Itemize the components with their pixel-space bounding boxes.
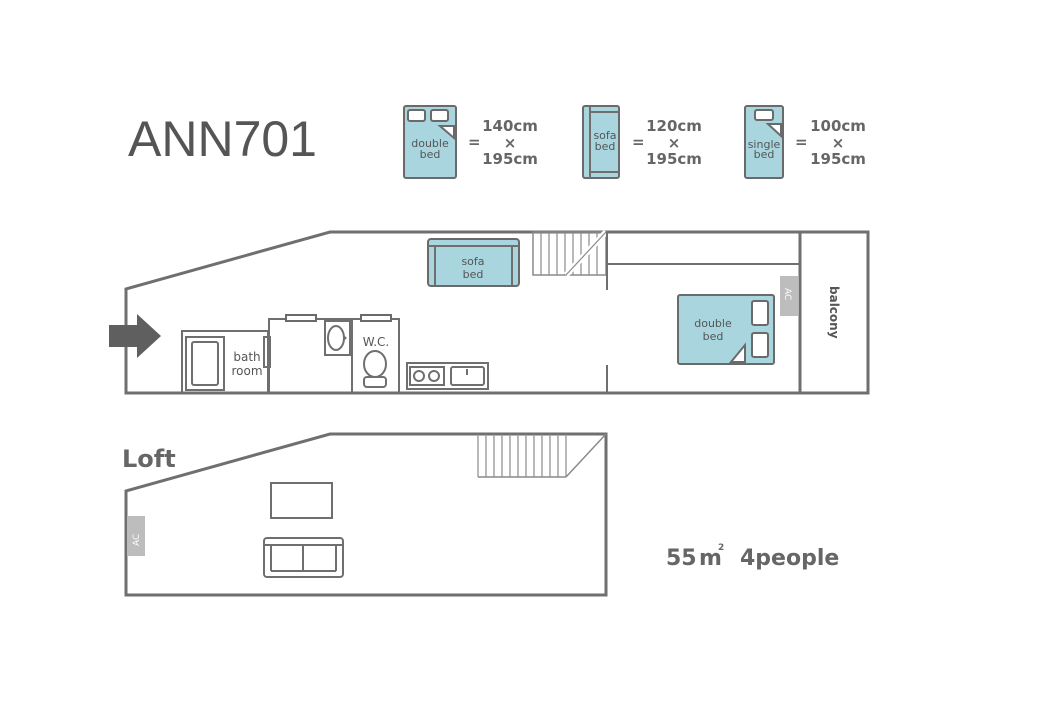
blanket-fold-icon (437, 125, 455, 141)
sofa-bed-icon (427, 238, 520, 287)
toilet-tank (363, 376, 387, 388)
legend-bed-label: bed (754, 148, 775, 161)
loft-outline (124, 432, 608, 597)
sink-icon (327, 325, 345, 351)
legend-bed-label: bed (595, 140, 616, 153)
entrance-arrow-icon (109, 314, 161, 358)
bathroom-label: bath (233, 350, 260, 364)
wc-walls (268, 318, 400, 394)
window-icon (285, 314, 317, 322)
double-bed-icon (677, 294, 775, 365)
ac-label: AC (782, 288, 792, 300)
wc-label: W.C. (363, 335, 390, 349)
legend-bed-label: sofa (593, 129, 616, 142)
legend-times: × (832, 134, 845, 152)
legend-width: 100cm (810, 117, 866, 135)
unit-summary: 55 m 2 4people (666, 543, 839, 571)
legend-width: 120cm (646, 117, 702, 135)
main-floor: balcony AC sofa bed (109, 229, 870, 395)
bathroom-label: room (231, 364, 262, 378)
legend-double-bed: double bed = 140cm × 195cm (403, 105, 538, 179)
pillow-icon (407, 109, 426, 122)
equals-sign: = (632, 133, 645, 151)
legend-length: 195cm (646, 150, 702, 168)
sofa-bed-label: bed (463, 268, 484, 281)
double-bed-label: double (694, 317, 732, 330)
burner-icon (413, 370, 425, 382)
double-bed-icon (403, 105, 457, 179)
window-icon (360, 314, 392, 322)
burner-icon (428, 370, 440, 382)
legend-length: 195cm (482, 150, 538, 168)
pillow-icon (430, 109, 449, 122)
equals-sign: = (468, 133, 481, 151)
legend-times: × (668, 134, 681, 152)
equals-sign: = (795, 133, 808, 151)
staircase (532, 229, 609, 278)
capacity-label: 4people (740, 546, 839, 571)
pillow-icon (751, 332, 769, 358)
pillow-icon (751, 300, 769, 326)
ac-unit (780, 276, 798, 316)
loft-sofa-icon (263, 537, 344, 578)
area-value: 55 (666, 546, 697, 571)
stove-icon (409, 366, 445, 386)
legend-times: × (504, 134, 517, 152)
balcony-label: balcony (827, 286, 841, 339)
legend-single-bed: single bed = 100cm × 195cm (744, 105, 866, 179)
wc-block: W.C. (268, 314, 400, 394)
bathtub-inner (191, 341, 219, 386)
table-icon (270, 482, 333, 519)
blanket-fold-icon (765, 123, 782, 139)
loft-label: Loft (122, 445, 176, 473)
toilet-icon (363, 350, 387, 378)
unit-title: ANN701 (128, 111, 317, 167)
legend-bed-label: bed (420, 148, 441, 161)
blanket-fold-icon (728, 342, 746, 363)
sofa-bed-label: sofa (461, 255, 484, 268)
sink-counter (324, 320, 351, 356)
legend-bed-label: double (411, 137, 449, 150)
kitchen-sink-icon (450, 366, 485, 386)
loft-floor: Loft AC (122, 432, 608, 597)
ac-label: AC (132, 534, 142, 546)
loft-staircase (477, 433, 607, 478)
ac-unit (127, 516, 145, 556)
kitchen (406, 362, 489, 390)
double-bed-label: bed (703, 330, 724, 343)
legend-bed-label: single (748, 138, 781, 151)
double-bed: double bed (677, 294, 775, 365)
pillow-icon (754, 109, 774, 121)
bathtub-icon (185, 336, 225, 391)
legend-sofa-bed: sofa bed = 120cm × 195cm (582, 105, 702, 179)
sofa-bed-icon (582, 105, 620, 179)
sofa-bed: sofa bed (427, 238, 520, 287)
kitchen-counter (406, 362, 489, 390)
legend-width: 140cm (482, 117, 538, 135)
area-unit: m (699, 546, 722, 571)
bathroom: bath room (181, 330, 271, 394)
faucet-icon (343, 336, 347, 340)
legend-length: 195cm (810, 150, 866, 168)
area-unit-sup: 2 (718, 543, 724, 553)
